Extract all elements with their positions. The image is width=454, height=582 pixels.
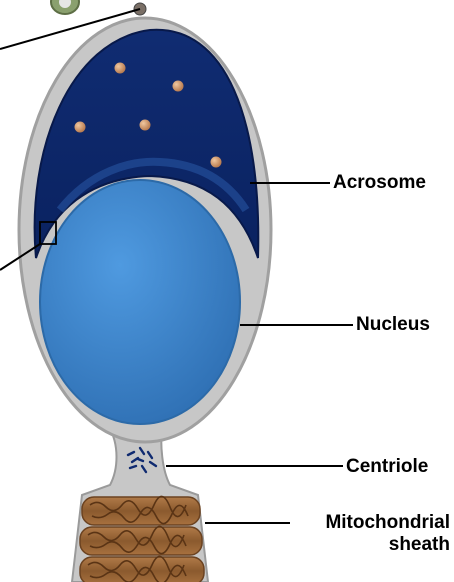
acrosome-label: Acrosome: [333, 172, 426, 194]
top-cell-fragment: [51, 0, 146, 15]
mitochondrial-sheath-label: Mitochondrial sheath: [325, 512, 450, 556]
nucleus-label: Nucleus: [356, 314, 430, 336]
nucleus: [40, 180, 240, 424]
mitochondrial-label-line2: sheath: [325, 534, 450, 556]
centriole-label: Centriole: [346, 456, 428, 478]
mitochondrial-sheath: [80, 496, 204, 582]
mitochondrial-label-line1: Mitochondrial: [325, 512, 450, 534]
